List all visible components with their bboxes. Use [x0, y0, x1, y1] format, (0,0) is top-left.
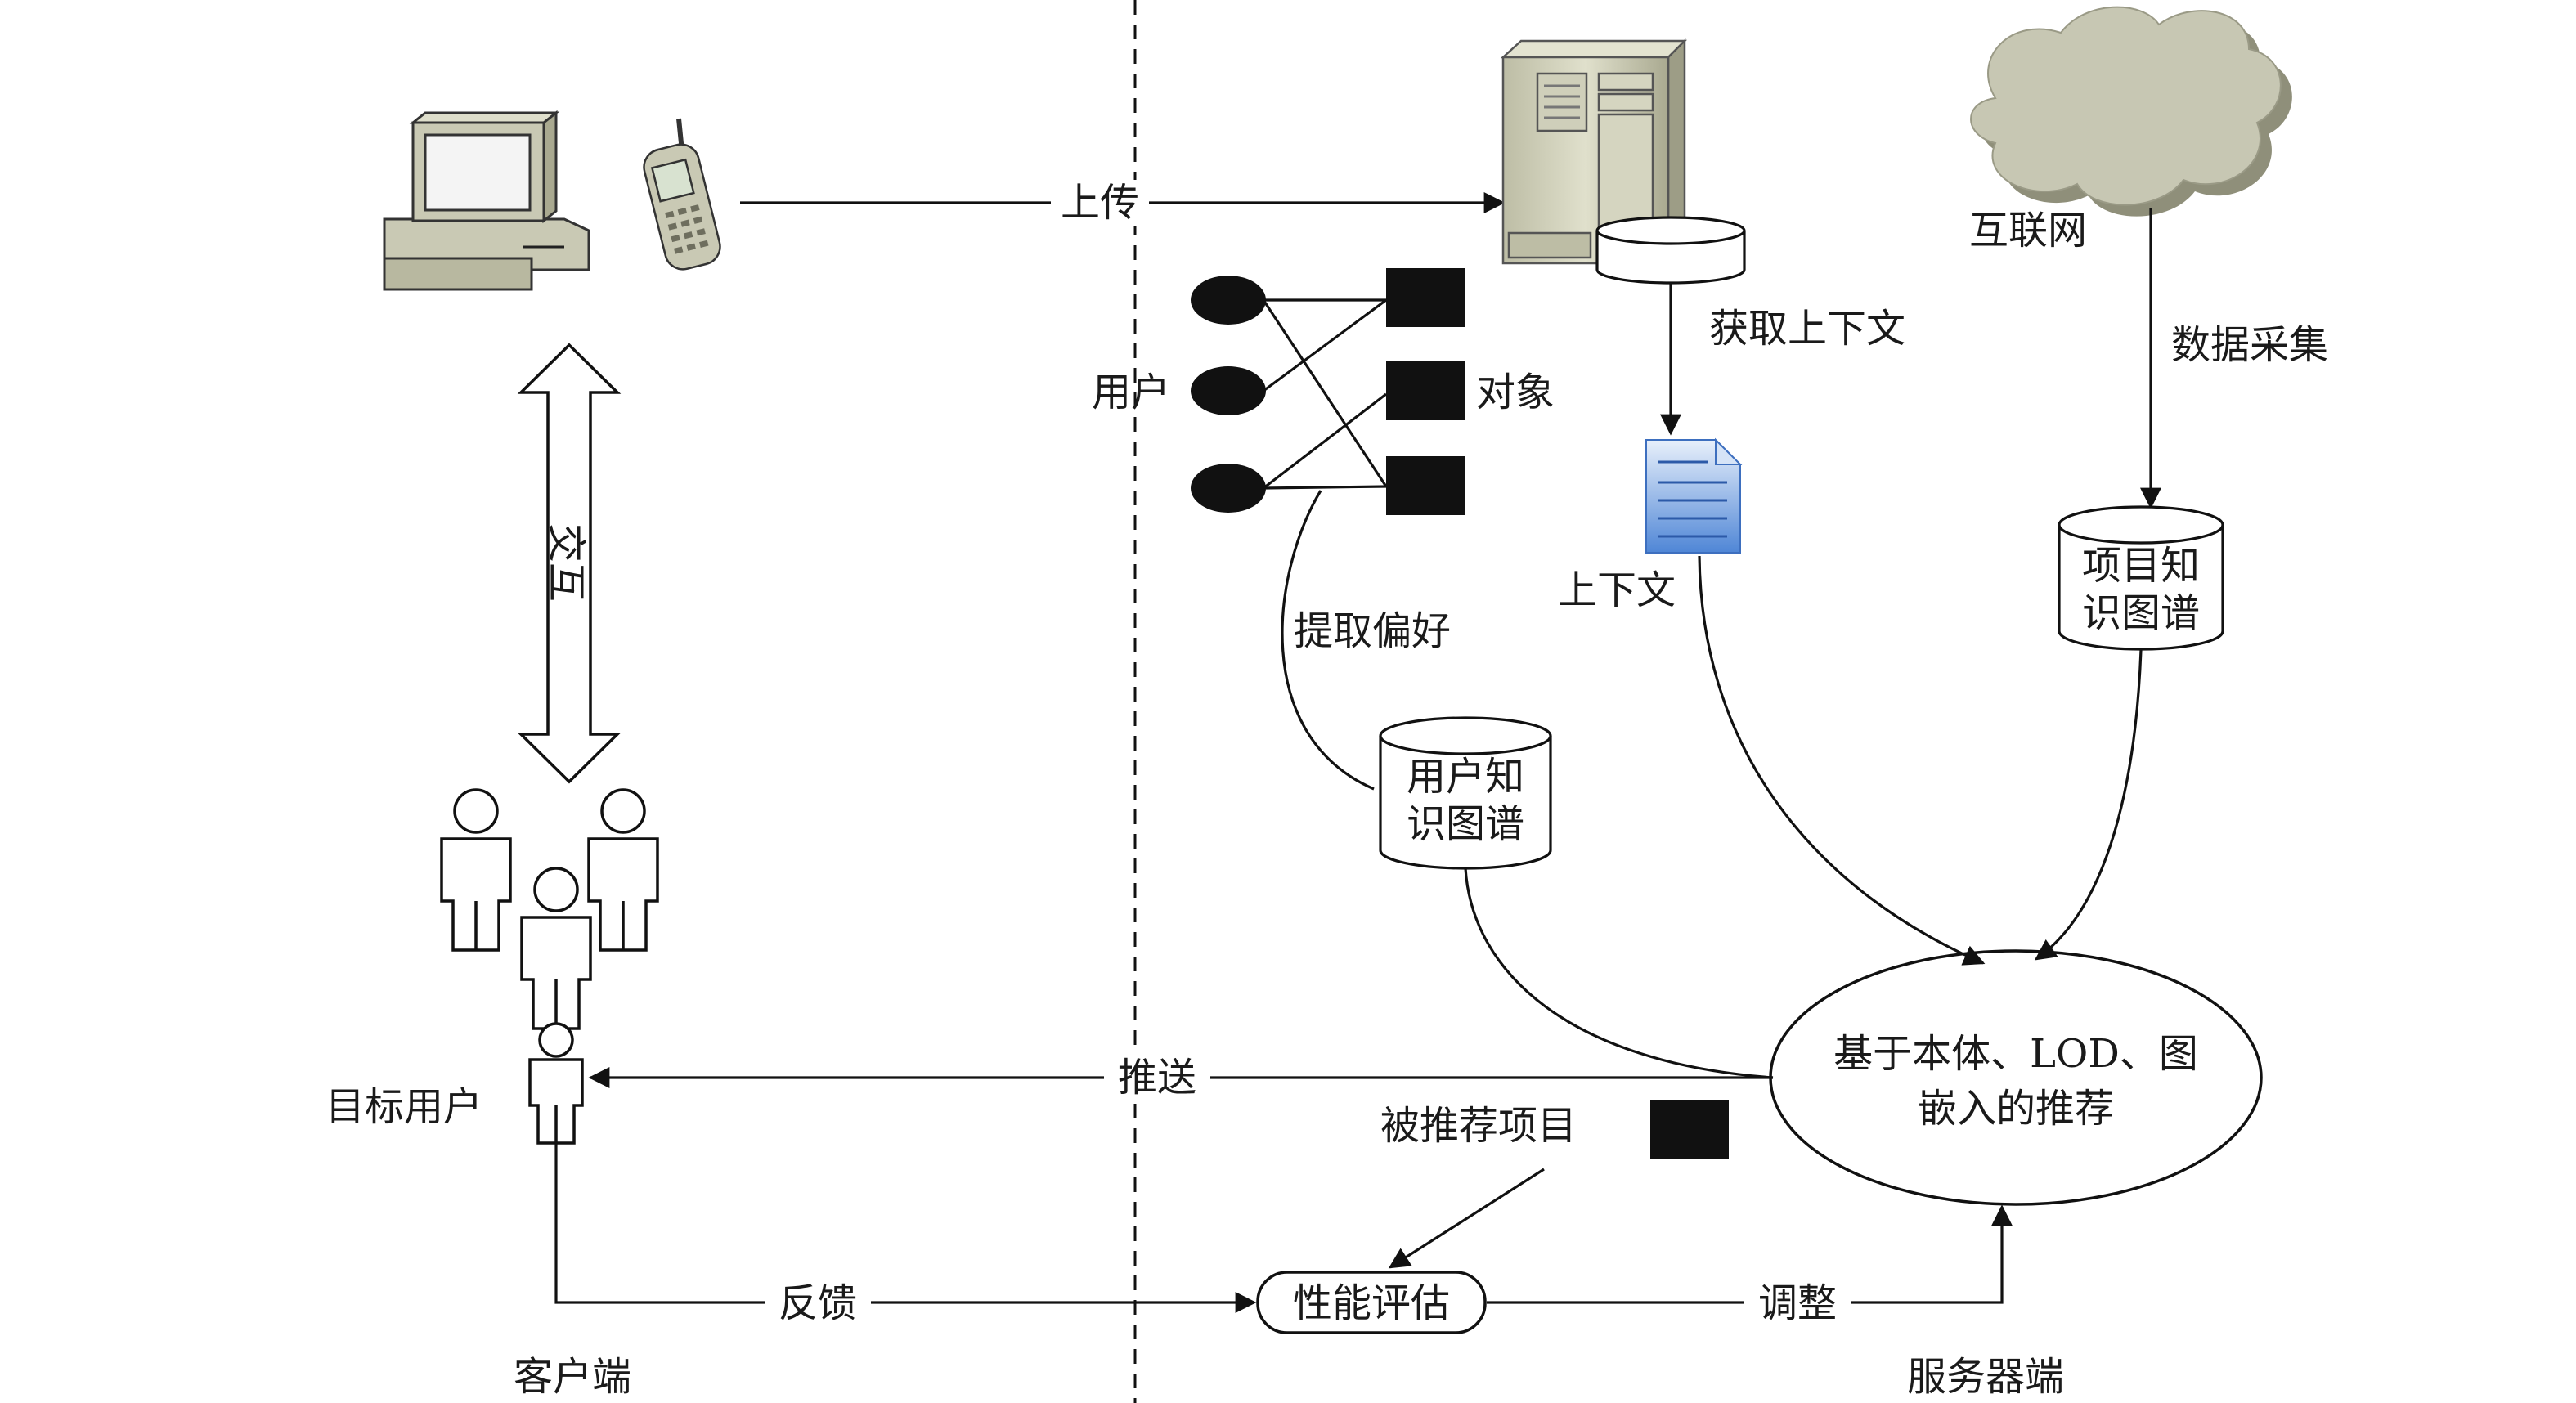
item-to-evaluation-arrow — [1388, 1168, 1545, 1269]
interaction-label: 交互 — [543, 523, 589, 602]
get-context-label: 获取上下文 — [1709, 306, 1905, 352]
mobile-phone-icon — [643, 118, 721, 271]
adjust-arrow — [1487, 1204, 2013, 1304]
user-kg-line1: 用户知 — [1407, 754, 1524, 800]
person-icon — [440, 788, 512, 952]
cloud-icon — [1970, 6, 2292, 217]
userkg-to-recommendation-curve — [1464, 867, 1774, 1079]
user-node — [1191, 276, 1266, 325]
recommended-item-label: 被推荐项目 — [1380, 1103, 1577, 1149]
upload-label: 上传 — [1061, 180, 1139, 226]
data-collection-label: 数据采集 — [2171, 322, 2328, 368]
recommendation-line2: 嵌入的推荐 — [1918, 1086, 2114, 1132]
context-to-recommendation-curve — [1698, 555, 1986, 966]
recommendation-line1: 基于本体、LOD、图 — [1833, 1031, 2198, 1077]
item-kg-line2: 识图谱 — [2082, 590, 2200, 636]
object-node — [1386, 268, 1465, 327]
recommendation-engine — [1769, 949, 2263, 1206]
evaluation-box — [1256, 1271, 1487, 1334]
user-kg-line2: 识图谱 — [1407, 801, 1524, 847]
push-label: 推送 — [1118, 1055, 1196, 1100]
extract-preference-label: 提取偏好 — [1294, 608, 1451, 654]
user-node — [1191, 464, 1266, 513]
extract-preference-curve — [1281, 490, 1375, 791]
users-label: 用户 — [1092, 370, 1170, 415]
person-icon — [587, 788, 659, 952]
context-label: 上下文 — [1558, 567, 1676, 613]
user-kg-database-icon — [1379, 716, 1552, 870]
itemkg-to-recommendation-curve — [2034, 649, 2143, 961]
user-group-icon — [440, 788, 659, 1145]
client-label: 客户端 — [514, 1354, 631, 1400]
objects-label: 对象 — [1476, 370, 1555, 415]
evaluation-label: 性能评估 — [1293, 1280, 1450, 1326]
server-label: 服务器端 — [1907, 1354, 2064, 1400]
item-kg-database-icon — [2058, 505, 2224, 651]
context-database-icon — [1595, 216, 1746, 285]
internet-label: 互联网 — [1969, 208, 2087, 253]
adjust-label: 调整 — [1758, 1280, 1837, 1326]
target-user-label: 目标用户 — [325, 1084, 482, 1130]
recommended-item-node — [1650, 1100, 1729, 1159]
object-node — [1386, 456, 1465, 515]
desktop-computer-icon — [383, 110, 590, 291]
person-icon — [520, 867, 592, 1030]
user-node — [1191, 366, 1266, 415]
document-icon — [1645, 437, 1743, 554]
object-node — [1386, 361, 1465, 420]
person-icon — [528, 1022, 584, 1145]
interaction-double-arrow — [517, 343, 622, 784]
feedback-label: 反馈 — [779, 1280, 857, 1326]
user-object-graph — [1191, 268, 1465, 515]
feedback-arrow — [554, 1143, 1257, 1313]
item-kg-line1: 项目知 — [2082, 543, 2200, 589]
